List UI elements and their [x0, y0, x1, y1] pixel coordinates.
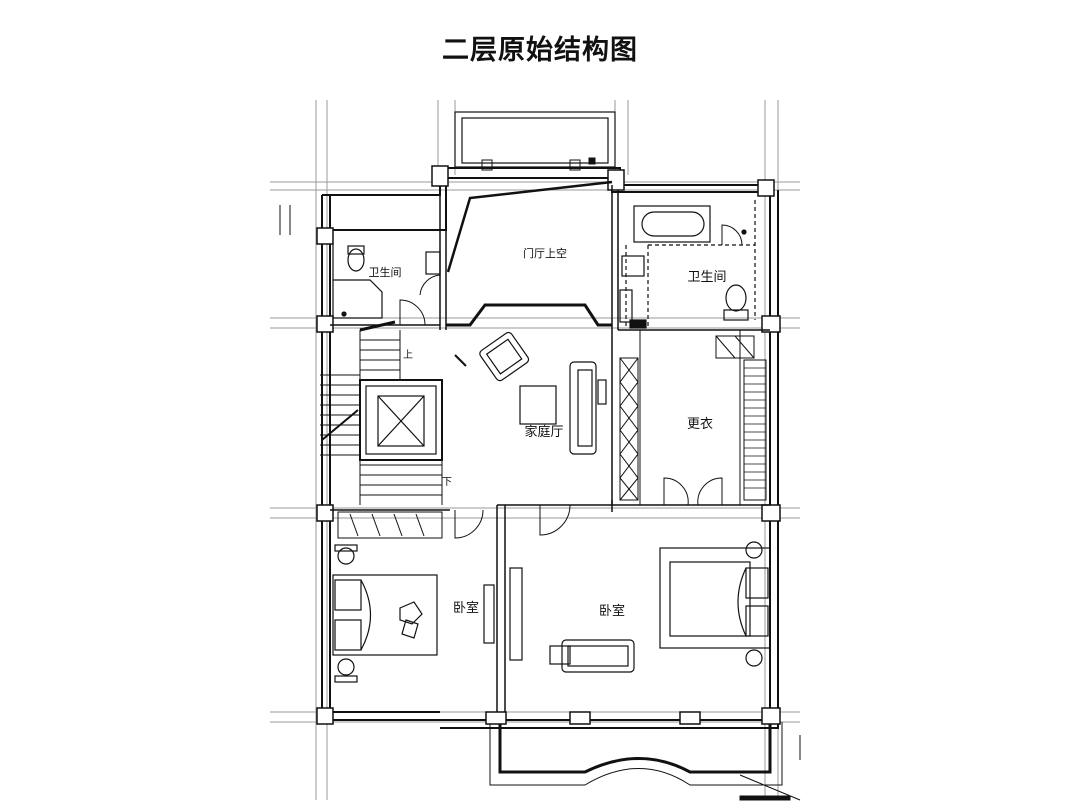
room-label-bedroom-left: 卧室: [453, 600, 479, 616]
left-bathroom-fixtures: [332, 244, 441, 319]
structural-columns: [316, 165, 781, 725]
stair-label-up: 上: [403, 349, 413, 361]
wardrobes: [619, 335, 767, 501]
room-label-bath-left: 卫生间: [369, 265, 402, 279]
room-label-dressing: 更衣: [687, 416, 713, 432]
stair-label-down: 下: [442, 477, 452, 488]
axis-grid: [270, 100, 800, 800]
right-bedroom-furniture: [549, 541, 771, 673]
room-label-bath-right: 卫生间: [687, 270, 726, 285]
foyer-void-outline: [446, 180, 613, 273]
staircase: [320, 320, 467, 539]
left-bedroom-furniture: [332, 544, 523, 683]
room-label-family-room: 家庭厅: [524, 424, 563, 440]
room-labels: 门厅上空 卫生间 卫生间 家庭厅 更衣 卧室 卧室 上 下: [369, 246, 727, 619]
bottom-bay-balcony: [489, 722, 783, 786]
right-bathroom-fixtures: [619, 200, 756, 329]
room-label-bedroom-right: 卧室: [599, 603, 625, 619]
misc-marks: [279, 157, 801, 801]
page-title: 二层原始结构图: [442, 35, 638, 66]
family-room-furniture: [479, 331, 607, 455]
interior-walls: [330, 185, 770, 712]
room-label-foyer-void: 门厅上空: [523, 246, 567, 260]
door-swings: [399, 224, 743, 539]
